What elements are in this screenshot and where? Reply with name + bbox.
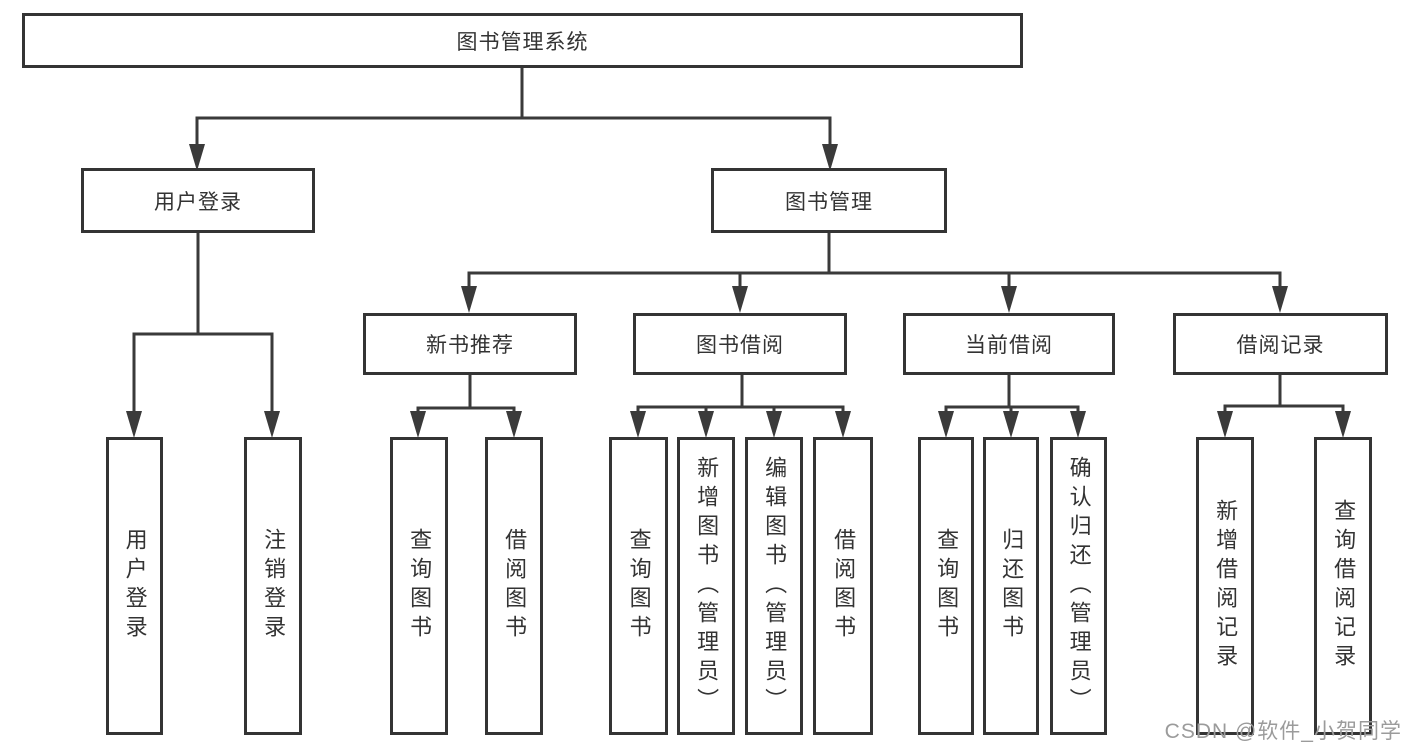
connector bbox=[467, 233, 1282, 287]
arrowhead bbox=[1335, 411, 1351, 438]
node-label: 编辑图书（管理员） bbox=[762, 455, 788, 717]
node-label: 新增图书（管理员） bbox=[694, 455, 720, 717]
leaf-query-books: 查询图书 bbox=[918, 437, 974, 735]
node-root: 图书管理系统 bbox=[22, 13, 1023, 68]
leaf-confirm-return-admin: 确认归还（管理员） bbox=[1050, 437, 1107, 735]
node-borrow-records: 借阅记录 bbox=[1173, 313, 1388, 375]
leaf-query-books: 查询图书 bbox=[390, 437, 448, 735]
arrowhead bbox=[938, 411, 954, 438]
leaf-edit-books-admin: 编辑图书（管理员） bbox=[745, 437, 803, 735]
node-label: 当前借阅 bbox=[965, 334, 1053, 357]
leaf-return-books: 归还图书 bbox=[983, 437, 1039, 735]
node-label: 借阅图书 bbox=[502, 528, 528, 644]
arrowhead bbox=[822, 144, 838, 171]
arrowhead bbox=[732, 286, 748, 313]
node-label: 用户登录 bbox=[154, 190, 242, 214]
node-label: 图书管理 bbox=[785, 190, 873, 214]
node-label: 查询图书 bbox=[626, 528, 652, 644]
node-book-management: 图书管理 bbox=[711, 168, 947, 233]
node-user-login: 用户登录 bbox=[81, 168, 315, 233]
arrowhead bbox=[1272, 286, 1288, 313]
leaf-user-login: 用户登录 bbox=[106, 437, 163, 735]
node-label: 借阅图书 bbox=[831, 528, 857, 644]
node-label: 图书管理系统 bbox=[456, 30, 589, 54]
leaf-add-borrow-record: 新增借阅记录 bbox=[1196, 437, 1254, 735]
node-label: 查询图书 bbox=[407, 528, 433, 644]
node-label: 确认归还（管理员） bbox=[1066, 455, 1092, 717]
arrowhead bbox=[766, 411, 782, 438]
arrowhead bbox=[506, 411, 522, 438]
node-book-borrow: 图书借阅 bbox=[633, 313, 847, 375]
connector bbox=[416, 375, 516, 412]
node-label: 查询借阅记录 bbox=[1331, 499, 1357, 673]
arrowhead bbox=[1070, 411, 1086, 438]
watermark-text: CSDN @软件_小贺同学 bbox=[1164, 720, 1402, 743]
arrowhead bbox=[410, 411, 426, 438]
node-label: 新增借阅记录 bbox=[1213, 499, 1239, 673]
leaf-query-books: 查询图书 bbox=[609, 437, 668, 735]
node-new-book-recommend: 新书推荐 bbox=[363, 313, 577, 375]
connector bbox=[944, 375, 1080, 412]
leaf-add-books-admin: 新增图书（管理员） bbox=[677, 437, 735, 735]
node-label: 用户登录 bbox=[122, 528, 148, 644]
arrowhead bbox=[1217, 411, 1233, 438]
node-label: 图书借阅 bbox=[696, 334, 784, 357]
node-label: 新书推荐 bbox=[426, 334, 514, 357]
arrowhead bbox=[264, 411, 280, 438]
node-label: 注销登录 bbox=[261, 528, 287, 644]
node-label: 归还图书 bbox=[999, 528, 1025, 644]
connector bbox=[132, 233, 274, 412]
connector bbox=[1223, 375, 1345, 412]
arrowhead bbox=[698, 411, 714, 438]
leaf-query-borrow-record: 查询借阅记录 bbox=[1314, 437, 1372, 735]
node-current-borrow: 当前借阅 bbox=[903, 313, 1115, 375]
leaf-borrow-books: 借阅图书 bbox=[813, 437, 873, 735]
arrowhead bbox=[189, 144, 205, 171]
arrowhead bbox=[835, 411, 851, 438]
node-label: 借阅记录 bbox=[1236, 334, 1325, 357]
leaf-logout: 注销登录 bbox=[244, 437, 302, 735]
connector bbox=[195, 68, 832, 145]
arrowhead bbox=[126, 411, 142, 438]
arrowhead bbox=[1001, 286, 1017, 313]
arrowhead bbox=[630, 411, 646, 438]
arrowhead bbox=[1003, 411, 1019, 438]
leaf-borrow-books: 借阅图书 bbox=[485, 437, 543, 735]
arrowhead bbox=[461, 286, 477, 313]
node-label: 查询图书 bbox=[934, 528, 960, 644]
connector bbox=[636, 375, 845, 412]
